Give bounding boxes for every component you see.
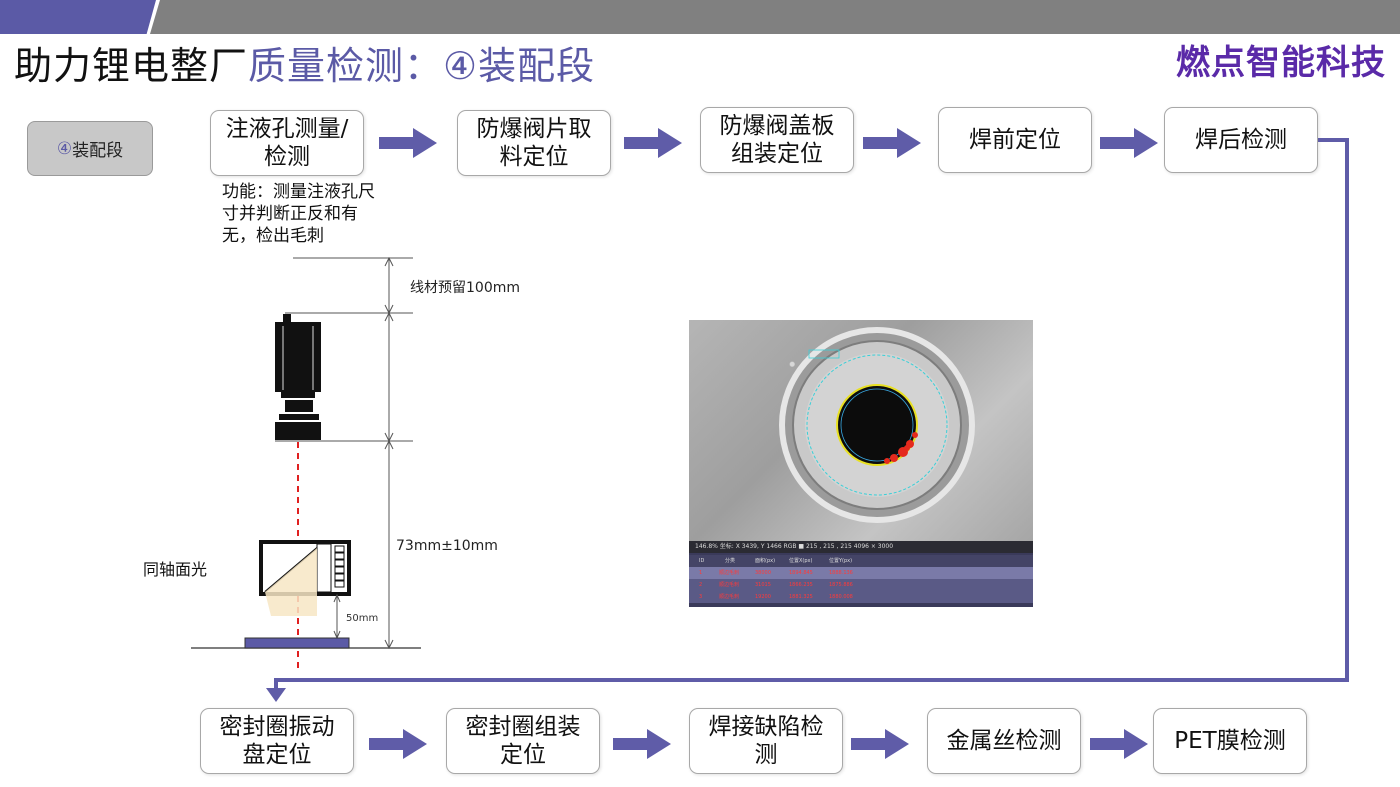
flow-arrow — [1100, 128, 1158, 158]
table-cell: 1881.325 — [789, 594, 813, 600]
flow-connector — [1345, 138, 1349, 682]
page-title-stage: 质量检测：④装配段 — [248, 44, 596, 88]
table-cell: 1888.136 — [829, 570, 853, 576]
flow-arrow — [379, 128, 437, 158]
camera-setup-diagram — [191, 256, 421, 668]
flow-step-pre-weld: 焊前定位 — [938, 107, 1092, 173]
light-name-label: 同轴面光 — [143, 560, 208, 579]
table-cell: 2 — [699, 582, 703, 588]
liquid-hole-image — [779, 327, 975, 523]
sample-plate — [244, 637, 350, 649]
flow-step-liquid-hole: 注液孔测量/检测 — [210, 110, 364, 176]
table-cell: 19200 — [755, 594, 771, 600]
flow-step-valve-pick: 防爆阀片取料定位 — [457, 110, 611, 176]
table-cell: 1875.886 — [829, 582, 853, 588]
camera-cable-icon — [283, 314, 291, 324]
light-distance-label: 50mm — [346, 613, 379, 624]
burr-defect-marks — [884, 432, 918, 464]
wire-reserve-label: 线材预留100mm — [410, 280, 520, 296]
table-row: 2 顺边毛刺 31015 1866.235 1875.886 — [689, 579, 1033, 591]
table-cell: 顺边毛刺 — [719, 594, 740, 600]
flow-connector — [274, 678, 1349, 682]
inspection-screenshot: 146.8% 坐标: X 3439, Y 1466 RGB ■ 215 , 21… — [689, 320, 1033, 607]
function-note: 功能：测量注液孔尺寸并判断正反和有无，检出毛刺 — [222, 182, 375, 246]
table-header-cell: 位置X(px) — [789, 558, 813, 564]
flow-connector — [1318, 138, 1349, 142]
flow-step-valve-cover: 防爆阀盖板组装定位 — [700, 107, 854, 173]
working-distance-label: 73mm±10mm — [396, 538, 498, 554]
table-cell: 顺边毛刺 — [719, 582, 740, 588]
flow-arrow — [624, 128, 682, 158]
flow-step-seal-feeder: 密封圈振动盘定位 — [200, 708, 354, 774]
flow-arrow — [1090, 729, 1148, 759]
image-status-bar: 146.8% 坐标: X 3439, Y 1466 RGB ■ 215 , 21… — [689, 541, 1033, 553]
flow-step-seal-assembly: 密封圈组装定位 — [446, 708, 600, 774]
table-row: 3 顺边毛刺 19200 1881.325 1880.008 — [689, 591, 1033, 603]
defect-table: ID 分类 面积(px) 位置X(px) 位置Y(px) 1 顺边毛刺 3800… — [689, 553, 1033, 607]
flow-arrow — [863, 128, 921, 158]
table-cell: 1866.235 — [789, 582, 813, 588]
flow-step-post-weld: 焊后检测 — [1164, 107, 1318, 173]
flow-step-weld-defect: 焊接缺陷检测 — [689, 708, 843, 774]
table-cell: 1894.845 — [789, 570, 813, 576]
table-cell: 顺边毛刺 — [719, 570, 740, 576]
flow-arrow — [851, 729, 909, 759]
stage-badge-label: 装配段 — [72, 141, 124, 161]
flow-step-wire-detect: 金属丝检测 — [927, 708, 1081, 774]
table-cell: 31015 — [755, 582, 771, 588]
table-cell: 38000 — [755, 570, 771, 576]
defect-table-header: ID 分类 面积(px) 位置X(px) 位置Y(px) — [689, 555, 1033, 567]
inspection-photo — [689, 320, 1033, 541]
flow-step-pet-film: PET膜检测 — [1153, 708, 1307, 774]
table-row: 1 顺边毛刺 38000 1894.845 1888.136 — [689, 567, 1033, 579]
flow-connector-arrowhead — [266, 688, 286, 702]
flow-arrow — [613, 729, 671, 759]
header-gray-bar — [150, 0, 1400, 34]
table-header-cell: 面积(px) — [755, 558, 776, 564]
table-cell: 1880.008 — [829, 594, 853, 600]
stage-badge-number: ④ — [56, 138, 73, 159]
camera-icon — [275, 322, 321, 392]
brand-logo-text: 燃点智能科技 — [1176, 43, 1386, 83]
flow-arrow — [369, 729, 427, 759]
table-header-cell: ID — [699, 558, 705, 564]
table-cell: 1 — [699, 570, 703, 576]
page-title-main: 助力锂电整厂 — [14, 44, 249, 88]
flow-connector — [274, 678, 278, 690]
table-header-cell: 分类 — [725, 558, 736, 564]
table-cell: 3 — [699, 594, 703, 600]
table-header-cell: 位置Y(px) — [829, 558, 853, 564]
header-accent-bar — [0, 0, 156, 34]
page-title: 助力锂电整厂质量检测：④装配段 — [14, 40, 595, 92]
